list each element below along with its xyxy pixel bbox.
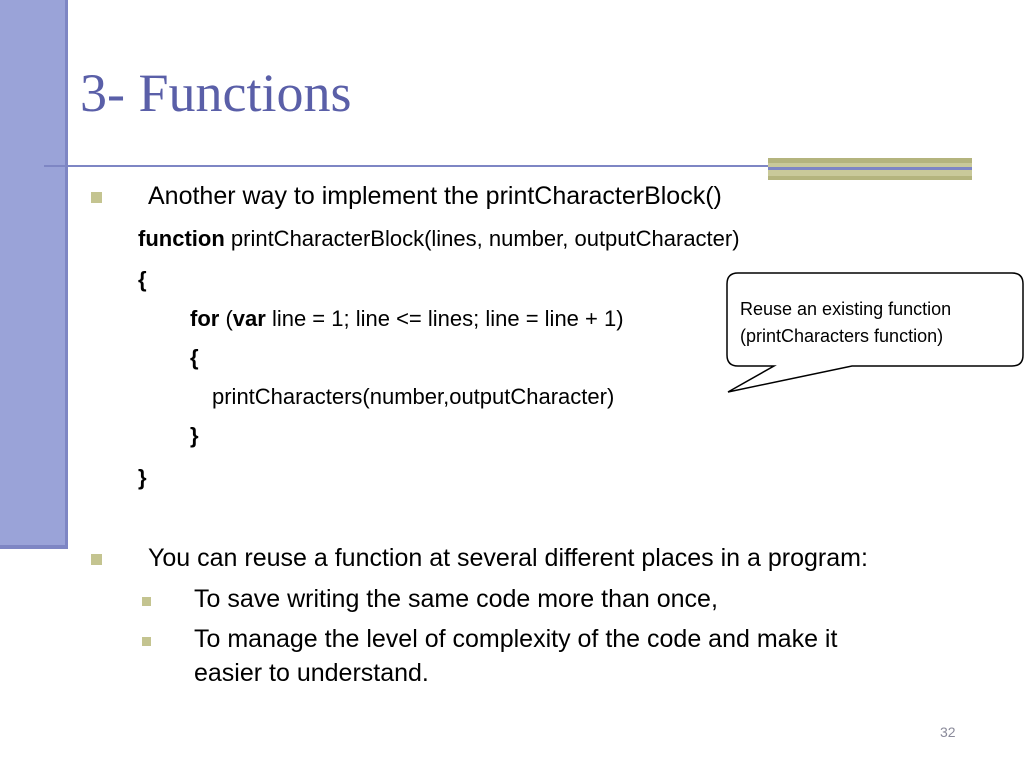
- callout-line-2: (printCharacters function): [740, 326, 944, 346]
- code-keyword-for: for: [190, 306, 220, 331]
- callout-text: Reuse an existing function (printCharact…: [740, 296, 951, 350]
- sub-bullet-square-icon: [142, 637, 151, 646]
- bullet1-text: Another way to implement the printCharac…: [148, 182, 722, 210]
- code-line-for: for (var line = 1; line <= lines; line =…: [190, 305, 624, 333]
- bullet-square-icon: [91, 554, 102, 565]
- sub-bullet1-text: To save writing the same code more than …: [194, 585, 718, 613]
- bullet2-text: You can reuse a function at several diff…: [148, 544, 868, 572]
- code-inner-brace-open: {: [190, 345, 199, 370]
- code-line-inner-brace-close: }: [190, 422, 199, 450]
- callout-line-1: Reuse an existing function: [740, 299, 952, 319]
- code-brace-open: {: [138, 267, 147, 292]
- code-brace-close: }: [138, 465, 147, 490]
- code-line-call: printCharacters(number,outputCharacter): [212, 383, 614, 411]
- slide-left-bar: [0, 0, 68, 545]
- code-line-inner-brace-open: {: [190, 344, 199, 372]
- title-divider: [44, 165, 972, 167]
- title-accent-block: [768, 158, 972, 180]
- sub-bullet2-text-line2: easier to understand.: [194, 659, 429, 687]
- code-inner-brace-close: }: [190, 423, 199, 448]
- slide-title: 3- Functions: [80, 63, 352, 123]
- callout-bubble: Reuse an existing function (printCharact…: [726, 272, 1024, 393]
- code-function-call: printCharacters(number,outputCharacter): [212, 384, 615, 409]
- title-accent-line: [768, 167, 972, 170]
- slide-left-bar-shadow: [0, 545, 68, 549]
- code-paren-open: (: [219, 306, 233, 331]
- sub-bullet-square-icon: [142, 597, 151, 606]
- bullet-square-icon: [91, 192, 102, 203]
- page-number: 32: [940, 724, 956, 740]
- code-line-brace-open: {: [138, 266, 147, 294]
- code-line-brace-close: }: [138, 464, 147, 492]
- code-line-function: function printCharacterBlock(lines, numb…: [138, 225, 740, 253]
- code-for-condition: line = 1; line <= lines; line = line + 1…: [265, 306, 624, 331]
- code-keyword-var: var: [232, 306, 266, 331]
- sub-bullet2-text-line1: To manage the level of complexity of the…: [194, 625, 838, 653]
- code-keyword-function: function: [138, 226, 225, 251]
- code-function-signature: printCharacterBlock(lines, number, outpu…: [224, 226, 740, 251]
- callout-shape: [726, 272, 1024, 393]
